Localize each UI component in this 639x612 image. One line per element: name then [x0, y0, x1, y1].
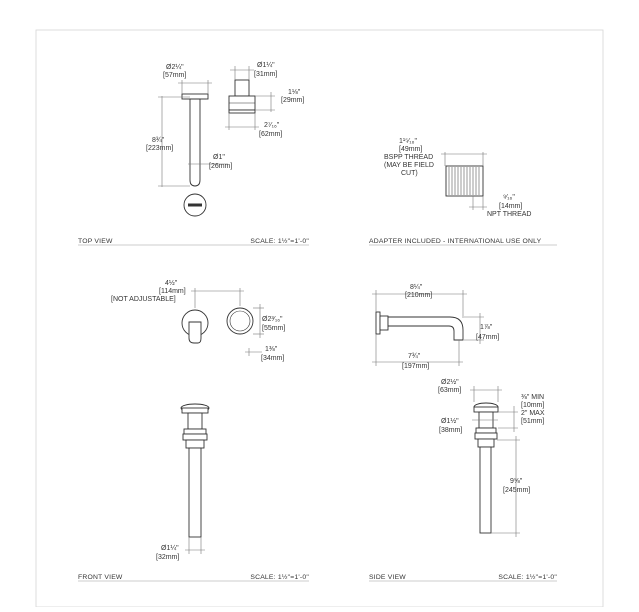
- top-view-scale: SCALE: 1½"=1'-0": [250, 237, 309, 245]
- drain-nut2-front: [182, 433, 208, 441]
- front-view: 4½" [114mm] [NOT ADJUSTABLE] Ø2³⁄₁₆" [55…: [78, 279, 309, 582]
- dim-handle-dia-in: Ø1¼": [257, 62, 275, 69]
- sheet-border: [35, 29, 604, 608]
- drain-nut3-front: [185, 439, 205, 449]
- drain-nut1-front: [183, 428, 207, 435]
- dim-spout-len-in: 8¾": [152, 137, 165, 144]
- dim-bspp-mm: [49mm]: [399, 146, 422, 153]
- dim-handle-dia-mm: [31mm]: [254, 71, 277, 78]
- aerator-slot: [188, 203, 202, 207]
- drain-body-front: [187, 412, 203, 430]
- dim-deck-max-in: 2" MAX: [521, 410, 545, 417]
- spout-collar-side: [379, 315, 389, 331]
- dim-npt-mm: [14mm]: [499, 203, 522, 210]
- dim-npt-label: NPT THREAD: [487, 211, 531, 218]
- spout-plate-side: [375, 311, 381, 335]
- top-view-title: TOP VIEW: [78, 238, 113, 245]
- flange-top: [181, 93, 209, 100]
- dim-handle-dia2-mm: [55mm]: [262, 325, 285, 332]
- drain-flange-front: [181, 407, 209, 414]
- side-view: 8¼" [210mm] 1⅞" [47mm] 7¾" [197mm] Ø2½" …: [369, 284, 557, 582]
- front-view-scale: SCALE: 1½"=1'-0": [250, 573, 309, 581]
- dim-npt-in: ⁹⁄₁₆": [503, 194, 515, 201]
- dim-bspp-note2: CUT): [401, 170, 418, 177]
- dim-bspp-in: 1¹⁵⁄₁₆": [399, 138, 417, 145]
- dim-drain-dia-in: Ø1¼": [161, 545, 179, 552]
- drain-nut2-side: [474, 432, 498, 440]
- dim-base-mm: [197mm]: [402, 363, 429, 370]
- dim-handle-dia2-in: Ø2³⁄₁₆": [262, 316, 283, 323]
- dim-drain-len-mm: [245mm]: [503, 487, 530, 494]
- adapter-body: [445, 165, 484, 197]
- dim-flange-dia-in: Ø2¼": [166, 64, 184, 71]
- dim-spout-dia-in: Ø1": [213, 154, 225, 161]
- drain-tail-side: [479, 446, 492, 534]
- front-view-title: FRONT VIEW: [78, 574, 123, 581]
- side-view-title: SIDE VIEW: [369, 574, 406, 581]
- dim-handle-h2-mm: [34mm]: [261, 355, 284, 362]
- dim-drop-mm: [47mm]: [476, 334, 499, 341]
- spout-side: [387, 316, 464, 341]
- drain-nut1-side: [475, 427, 497, 434]
- dim-spout-dia-mm: [26mm]: [209, 163, 232, 170]
- dim-spacing-in: 4½": [165, 279, 178, 287]
- top-view: Ø2¼" [57mm] 8¾" [223mm] Ø1" [26mm] Ø1¼" …: [78, 62, 309, 246]
- dim-flange-dia-mm: [57mm]: [163, 72, 186, 79]
- dim-bspp-note1: (MAY BE FIELD: [384, 162, 434, 169]
- dim-deck-max-mm: [51mm]: [521, 418, 544, 425]
- drain-nut3-side: [477, 438, 495, 448]
- dim-drop-in: 1⅞": [480, 324, 493, 331]
- dim-drain-len-in: 9⅝": [510, 478, 523, 485]
- dim-handle-h-in: 1⅛": [288, 89, 301, 96]
- dim-reach-mm: [210mm]: [405, 292, 432, 299]
- dim-drain-dia-mm: [32mm]: [156, 554, 179, 561]
- dim-cap-dia-in: Ø2½": [441, 378, 459, 386]
- side-view-scale: SCALE: 1½"=1'-0": [498, 573, 557, 581]
- dim-handle-h2-in: 1⅜": [265, 346, 278, 353]
- handle-plate-top: [228, 109, 256, 114]
- handle-lever-top: [234, 79, 250, 97]
- drain-flange-side: [473, 406, 499, 413]
- drain-tail-front: [188, 447, 202, 538]
- dim-handle-depth-mm: [62mm]: [259, 131, 282, 138]
- adapter-detail: 1¹⁵⁄₁₆" [49mm] BSPP THREAD (MAY BE FIELD…: [369, 138, 557, 246]
- dim-body-dia-in: Ø1½": [441, 417, 459, 425]
- dim-deck-min-in: ⅜" MIN: [521, 394, 544, 401]
- adapter-title: ADAPTER INCLUDED - INTERNATIONAL USE ONL…: [369, 238, 542, 245]
- handle-front: [226, 307, 254, 335]
- dim-body-dia-mm: [38mm]: [439, 427, 462, 434]
- dim-spacing-mm: [114mm]: [159, 288, 186, 295]
- dim-base-in: 7¾": [408, 353, 421, 360]
- spout-top: [189, 98, 201, 187]
- dim-bspp-label: BSPP THREAD: [384, 154, 433, 161]
- spout-front: [188, 321, 202, 344]
- dim-reach-in: 8¼": [410, 284, 423, 291]
- dim-spout-len-mm: [223mm]: [146, 145, 173, 152]
- dim-handle-h-mm: [29mm]: [281, 97, 304, 104]
- dim-cap-dia-mm: [63mm]: [438, 387, 461, 394]
- dim-handle-depth-in: 2⁷⁄₁₆": [264, 122, 280, 129]
- dim-spacing-note: [NOT ADJUSTABLE]: [111, 296, 176, 303]
- dim-deck-min-mm: [10mm]: [521, 402, 544, 409]
